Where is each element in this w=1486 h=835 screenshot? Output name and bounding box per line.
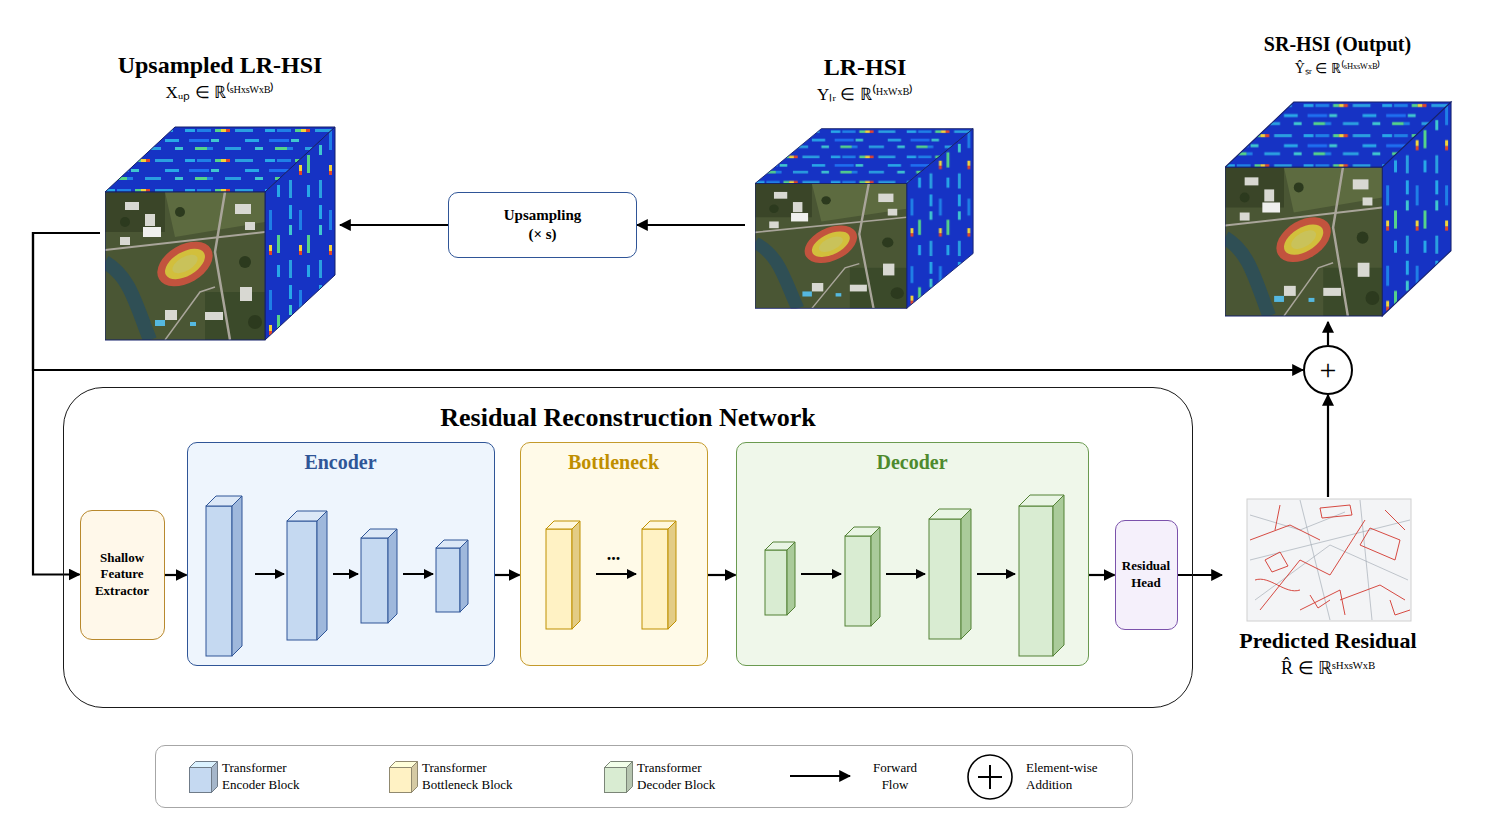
flow-arrow	[1178, 574, 1223, 576]
process-box: Shallow Feature Extractor	[80, 510, 165, 640]
legend-entry: Transformer Bottleneck Block	[422, 760, 527, 794]
flow-arrow	[340, 224, 448, 226]
inner-arrows	[255, 573, 433, 575]
flow-arrow	[708, 574, 736, 576]
legend-swatch	[389, 761, 419, 794]
legend-label: Element-wise Addition	[1026, 760, 1121, 794]
image-cube: Upsampled LR-HSIXᵤₚ ∈ ℝ⁽ˢᴴˣˢᵂˣᴮ⁾	[100, 50, 340, 345]
ellipsis: ...	[521, 543, 707, 565]
flow-arrow	[33, 233, 1303, 370]
formula: Xᵤₚ ∈ ℝ⁽ˢᴴˣˢᵂˣᴮ⁾	[100, 80, 340, 106]
flow-arrow	[1327, 395, 1329, 497]
legend-swatch	[604, 761, 634, 794]
formula: Yₗᵣ ∈ ℝ⁽ᴴˣᵂˣᴮ⁾	[745, 82, 985, 108]
image-cube: LR-HSIYₗᵣ ∈ ℝ⁽ᴴˣᵂˣᴮ⁾	[745, 52, 985, 315]
inner-arrows	[801, 573, 1015, 575]
panel-title: Bottleneck	[521, 449, 707, 475]
legend-label: Transformer Decoder Block	[637, 760, 737, 794]
process-box: Upsampling (× s)	[448, 192, 637, 258]
flow-arrow	[495, 574, 520, 576]
legend-arrow	[790, 769, 854, 783]
cube-title: Upsampled LR-HSI	[100, 50, 340, 80]
decoder-panel: Decoder	[736, 442, 1089, 666]
flow-arrow	[1327, 322, 1329, 345]
box-label: Shallow Feature Extractor	[86, 550, 159, 599]
block-cubes	[206, 496, 468, 656]
encoder-blocks	[186, 441, 494, 665]
residual-grey-lines	[1250, 500, 1410, 620]
legend-entry: Forward Flow	[862, 760, 928, 794]
formula: R̂ ∈ ℝˢᴴˣˢᵂˣᴮ	[1222, 655, 1434, 681]
panel-title: Decoder	[737, 449, 1088, 475]
plus-sign: +	[1305, 355, 1351, 385]
cube-title: SR-HSI (Output)	[1215, 30, 1460, 58]
network-frame: Residual Reconstruction NetworkShallow F…	[63, 387, 1193, 708]
image-cube: SR-HSI (Output)Ŷₛᵣ ∈ ℝ⁽ˢᴴˣˢᵂˣᴮ⁾	[1215, 30, 1460, 322]
panel-title: Encoder	[188, 449, 494, 475]
box-label: Residual Head	[1119, 558, 1174, 591]
formula: Ŷₛᵣ ∈ ℝ⁽ˢᴴˣˢᵂˣᴮ⁾	[1215, 58, 1460, 80]
box-label: Upsampling (× s)	[496, 206, 589, 244]
legend-swatch	[189, 761, 219, 794]
legend-addition-symbol	[966, 753, 1014, 801]
decoder-blocks	[735, 441, 1088, 665]
legend-label: Transformer Encoder Block	[222, 760, 322, 794]
process-box: Residual Head	[1115, 520, 1178, 630]
legend-entry: Transformer Encoder Block	[222, 760, 322, 794]
frame-title: Residual Reconstruction Network	[64, 402, 1192, 434]
flow-arrow	[165, 574, 187, 576]
legend-label: Forward Flow	[862, 760, 928, 794]
flow-arrow	[1089, 574, 1115, 576]
addition-circle: +	[1303, 345, 1353, 395]
bottleneck-panel: Bottleneck...	[520, 442, 708, 666]
flow-arrow	[637, 224, 745, 226]
residual-map: Predicted ResidualR̂ ∈ ℝˢᴴˣˢᵂˣᴮ	[1222, 497, 1434, 690]
legend-entry: Transformer Decoder Block	[637, 760, 737, 794]
legend-label: Transformer Bottleneck Block	[422, 760, 527, 794]
residual-red-edges	[1250, 505, 1410, 615]
map-title: Predicted Residual	[1222, 627, 1434, 655]
inner-arrows	[596, 573, 636, 575]
block-cubes	[546, 521, 676, 629]
block-cubes	[765, 495, 1064, 656]
legend-entry: Element-wise Addition	[1026, 760, 1121, 794]
encoder-panel: Encoder	[187, 442, 495, 666]
cube-title: LR-HSI	[745, 52, 985, 82]
